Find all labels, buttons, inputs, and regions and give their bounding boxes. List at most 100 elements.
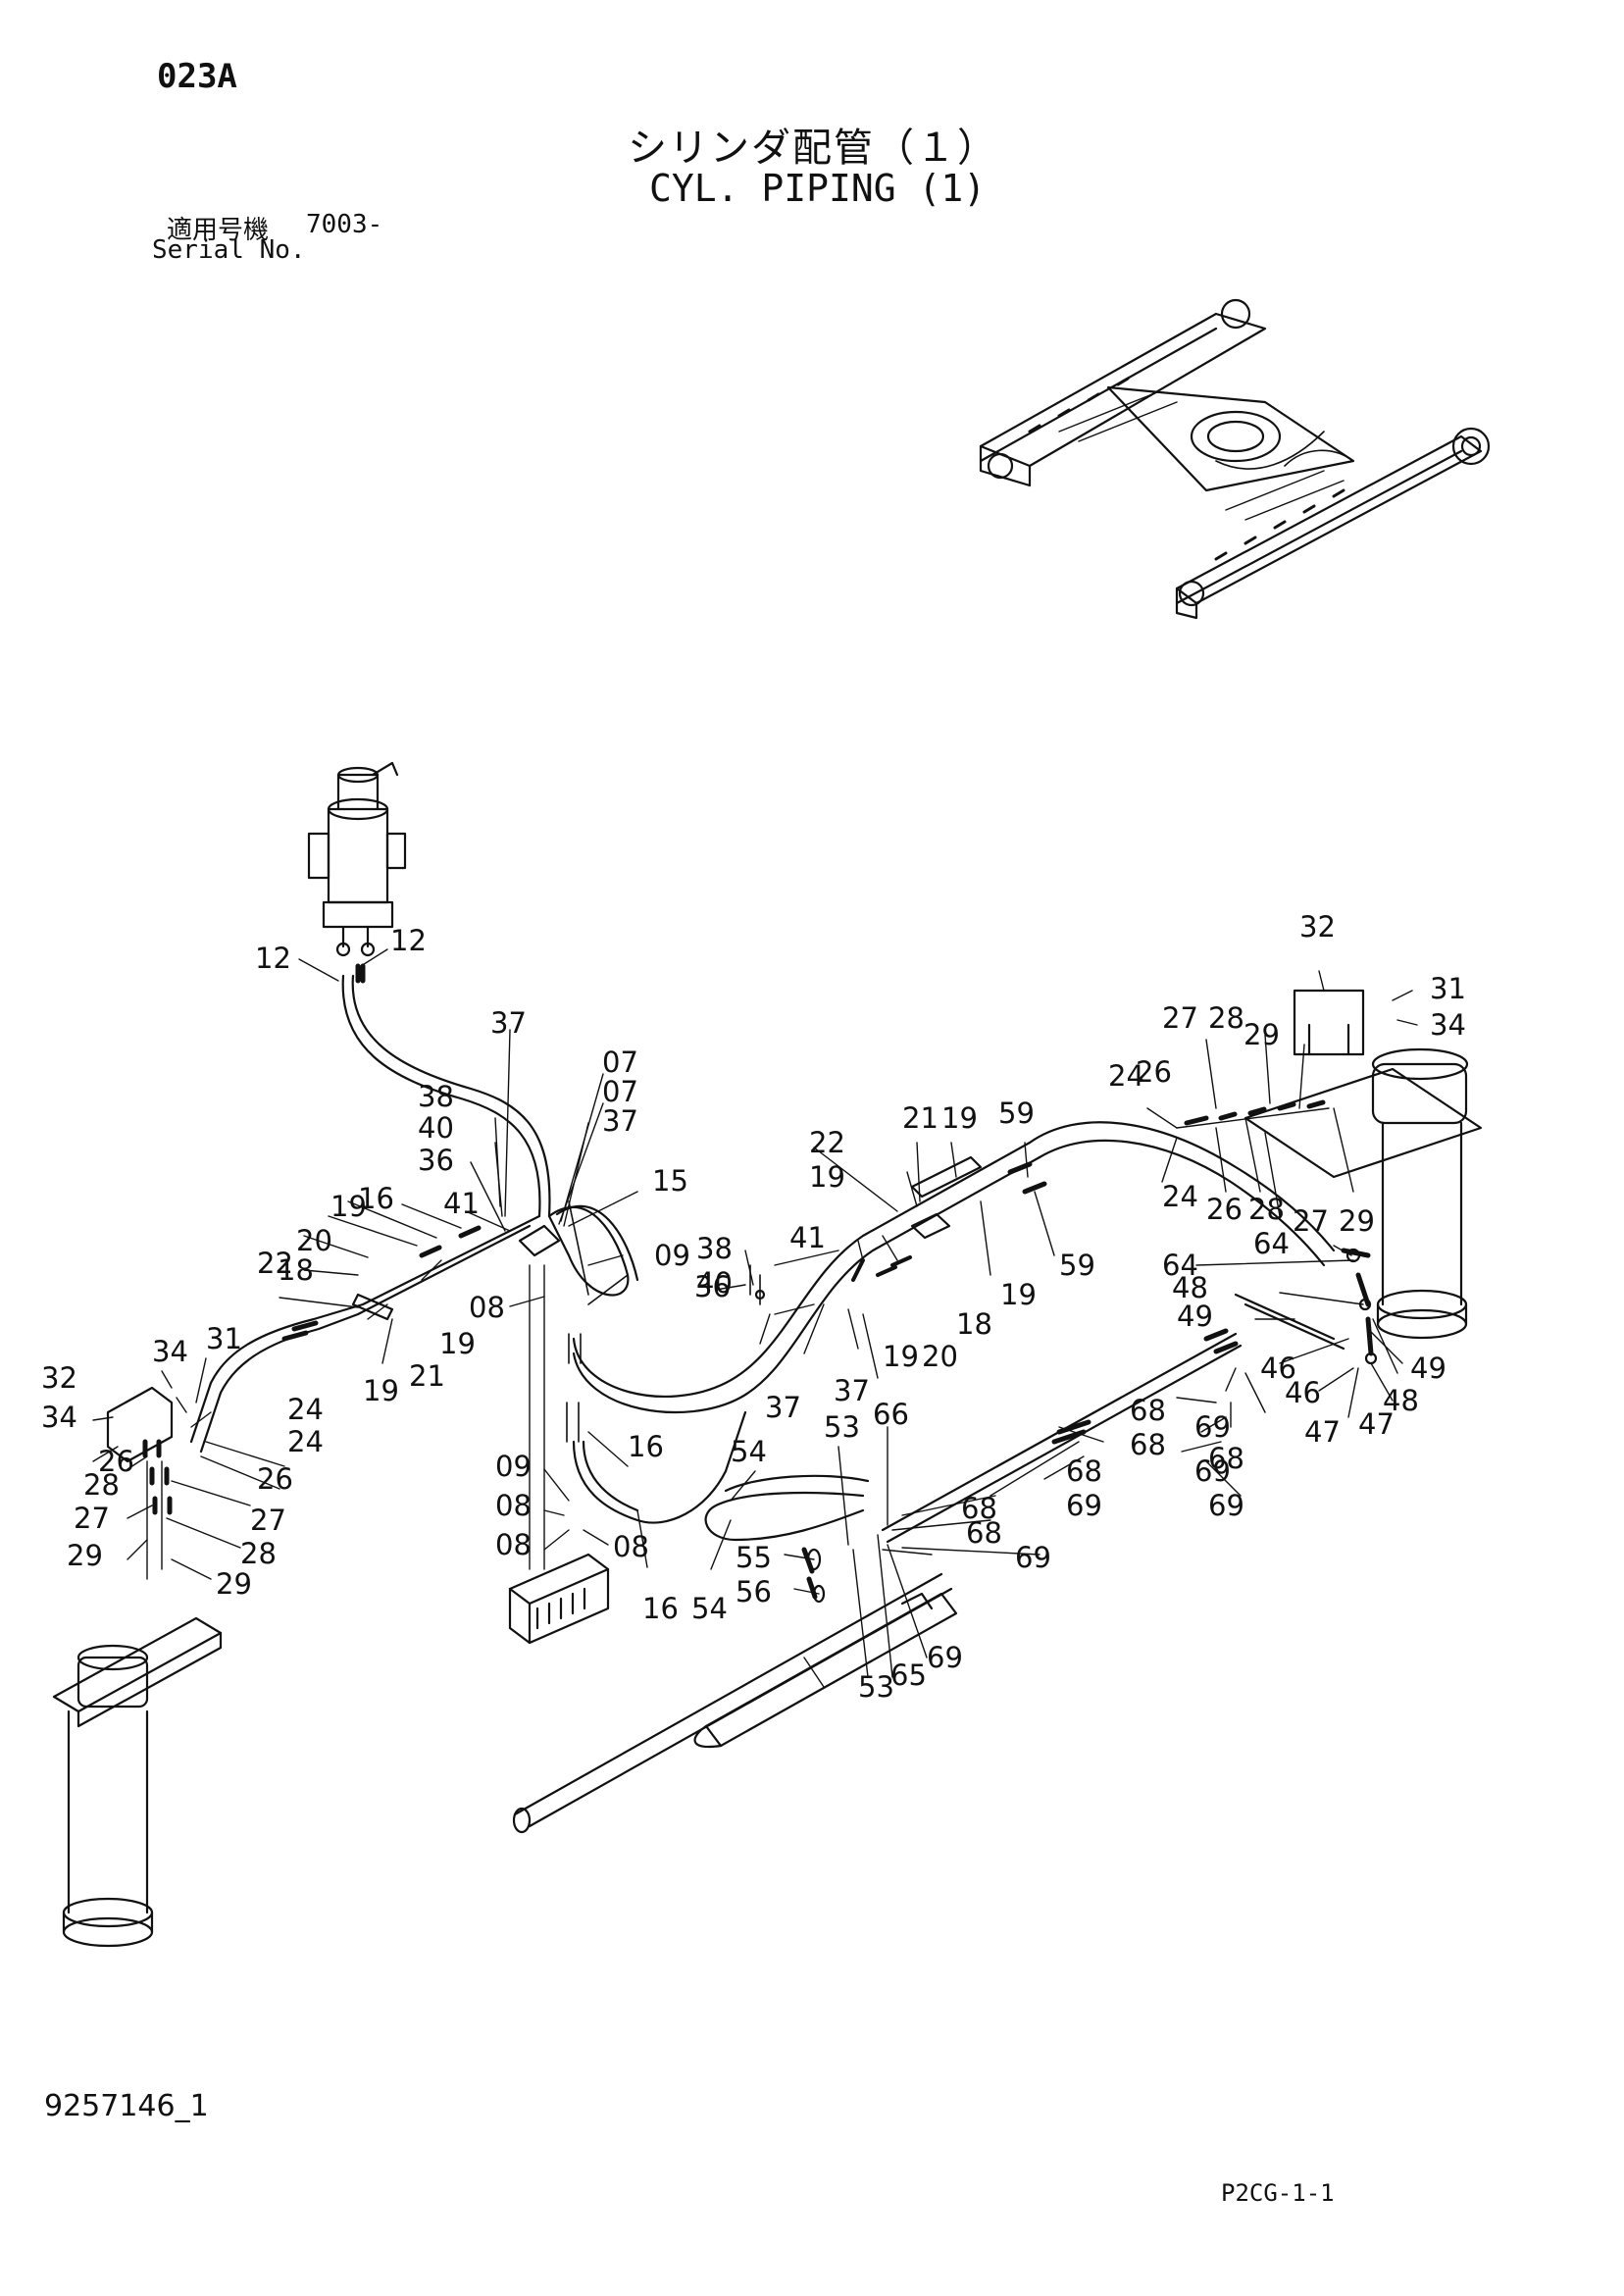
- callout-label: 40: [696, 1266, 733, 1300]
- callout-label: 68: [961, 1492, 997, 1525]
- callout-label: 22: [257, 1247, 293, 1280]
- serial-label-japanese: 適用号機: [167, 216, 270, 245]
- callout-label: 27: [1162, 1001, 1198, 1035]
- callout-label: 16: [642, 1592, 679, 1625]
- callout-label: 16: [628, 1430, 664, 1463]
- callout-label: 66: [873, 1398, 909, 1431]
- callout-label: 68: [1130, 1428, 1166, 1461]
- callout-labels: 12 12 37 07 07 37 38 40 36 41 15 09 08 1…: [41, 910, 1466, 1704]
- callout-label: 29: [1243, 1018, 1280, 1051]
- callout-label: 48: [1383, 1384, 1419, 1417]
- callout-label: 22: [809, 1126, 845, 1159]
- callout-label: 41: [443, 1187, 480, 1220]
- callout-label: 19: [809, 1160, 845, 1194]
- callout-label: 21: [902, 1101, 939, 1135]
- undercarriage-overview-illustration: [979, 298, 1491, 620]
- callout-label: 27: [1293, 1204, 1329, 1238]
- right-fittings: [1234, 1248, 1378, 1365]
- callout-label: 36: [694, 1270, 731, 1303]
- callout-label: 29: [67, 1539, 103, 1572]
- serial-value: 7003-: [306, 210, 383, 239]
- callout-label: 59: [1059, 1249, 1095, 1282]
- callout-label: 07: [602, 1046, 638, 1079]
- swivel-hoses: [341, 963, 551, 1218]
- callout-label: 64: [1162, 1249, 1198, 1282]
- callout-label: 21: [409, 1359, 445, 1393]
- callout-label: 19: [883, 1340, 919, 1373]
- document-number: 9257146_1: [44, 2089, 209, 2123]
- callout-label: 69: [1194, 1454, 1231, 1488]
- callout-label: 68: [966, 1516, 1002, 1550]
- callout-label: 28: [240, 1537, 277, 1570]
- callout-label: 31: [206, 1322, 242, 1355]
- callout-label: 53: [858, 1670, 894, 1704]
- callout-label: 18: [956, 1307, 992, 1341]
- callout-label: 26: [1136, 1055, 1172, 1089]
- callout-label: 24: [1162, 1180, 1198, 1213]
- serial-label-english: Serial No.: [152, 235, 306, 265]
- callout-label: 46: [1260, 1352, 1296, 1385]
- callout-label: 36: [418, 1144, 454, 1177]
- callout-label: 26: [98, 1445, 134, 1478]
- callout-label: 69: [1015, 1541, 1051, 1574]
- callout-label: 49: [1177, 1300, 1213, 1333]
- loop-hoses: [547, 1200, 639, 1305]
- title-japanese: シリンダ配管（１）: [628, 126, 998, 171]
- right-travel-motor-illustration: [1176, 989, 1483, 1340]
- callout-label: 34: [41, 1401, 77, 1434]
- callout-label: 55: [736, 1541, 772, 1574]
- callout-label: 31: [1430, 972, 1466, 1005]
- callout-label: 19: [330, 1190, 367, 1223]
- callout-label: 20: [922, 1340, 958, 1373]
- callout-label: 07: [602, 1075, 638, 1108]
- callout-label: 29: [1339, 1204, 1375, 1238]
- callout-label: 59: [998, 1097, 1035, 1130]
- center-joint-illustration: [307, 761, 407, 957]
- callout-label: 47: [1304, 1415, 1341, 1449]
- callout-label: 69: [927, 1641, 963, 1674]
- callout-label: 54: [731, 1435, 767, 1468]
- callout-label: 08: [495, 1489, 532, 1522]
- callout-label: 40: [418, 1111, 454, 1145]
- callout-label: 19: [363, 1374, 399, 1407]
- callout-label: 53: [824, 1410, 860, 1444]
- callout-label: 69: [1208, 1489, 1244, 1522]
- callout-label: 27: [250, 1504, 286, 1537]
- callout-label: 34: [1430, 1008, 1466, 1042]
- page-reference: P2CG-1-1: [1221, 2179, 1335, 2207]
- callout-label: 28: [83, 1468, 120, 1502]
- callout-label: 12: [255, 942, 291, 975]
- callout-label: 37: [602, 1104, 638, 1138]
- title-english: CYL. PIPING (1): [649, 167, 987, 210]
- callout-label: 19: [1000, 1278, 1037, 1311]
- callout-label: 09: [495, 1450, 532, 1483]
- left-motor-hoses: [189, 1214, 541, 1454]
- page-code: 023A: [157, 57, 237, 96]
- callout-label: 68: [1208, 1442, 1244, 1475]
- callout-label: 47: [1358, 1407, 1395, 1441]
- callout-label: 24: [1108, 1059, 1144, 1093]
- callout-label: 12: [390, 924, 427, 957]
- callout-label: 32: [1299, 910, 1336, 944]
- callout-label: 38: [696, 1232, 733, 1265]
- leader-lines: [92, 948, 1418, 1678]
- callout-label: 64: [1253, 1227, 1290, 1260]
- callout-label: 34: [152, 1335, 188, 1368]
- callout-label: 37: [490, 1006, 527, 1040]
- callout-label: 49: [1410, 1352, 1446, 1385]
- callout-label: 29: [216, 1567, 252, 1601]
- callout-label: 18: [278, 1253, 314, 1287]
- callout-label: 26: [257, 1462, 293, 1496]
- valve-block-illustration: [508, 1264, 610, 1645]
- callout-label: 16: [358, 1182, 394, 1215]
- callout-label: 54: [691, 1592, 728, 1625]
- callout-label: 68: [1130, 1394, 1166, 1427]
- callout-label: 37: [765, 1391, 801, 1424]
- callout-label: 08: [495, 1528, 532, 1561]
- callout-label: 69: [1194, 1410, 1231, 1444]
- callout-label: 46: [1285, 1376, 1321, 1409]
- callout-label: 65: [890, 1658, 927, 1692]
- callout-label: 41: [789, 1221, 826, 1254]
